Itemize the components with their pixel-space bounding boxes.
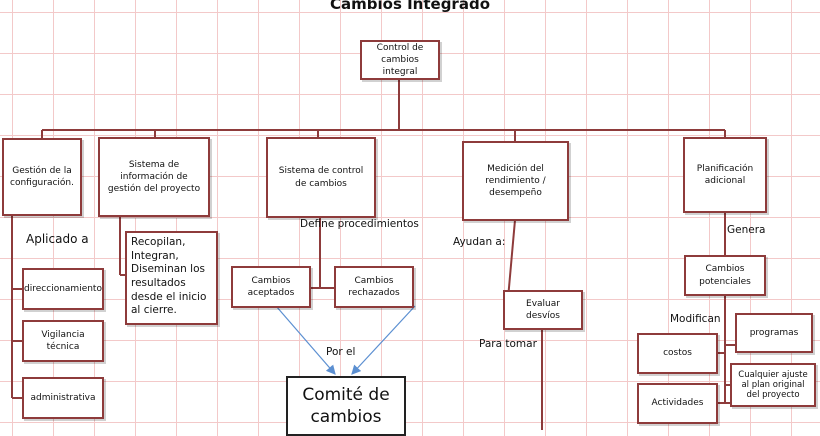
node-cualquier-ajuste: Cualquier ajuste al plan original del pr… — [730, 363, 816, 407]
node-medicion: Medición del rendimiento / desempeño — [462, 141, 569, 221]
node-cambios-rechazados: Cambios rechazados — [334, 266, 414, 308]
label-aplicado-a: Aplicado a — [26, 232, 89, 246]
node-administrativa: administrativa — [22, 377, 104, 419]
node-cambios-potenciales: Cambios potenciales — [684, 255, 766, 296]
label-modifican: Modifican — [670, 313, 721, 325]
node-sistema-info: Sistema de información de gestión del pr… — [98, 137, 210, 217]
arrow-aceptados — [275, 305, 336, 375]
arrow-rechazados — [351, 305, 416, 375]
node-direccionamiento: direccionamiento — [22, 268, 104, 310]
label-define-procedimientos: Define procedimientos — [300, 218, 419, 230]
label-para-tomar: Para tomar — [479, 338, 537, 350]
label-por-el: Por el — [326, 346, 356, 358]
node-configuracion: Gestión de la configuración. — [2, 138, 82, 216]
diagram-title: Cambios Integrado — [330, 0, 490, 13]
node-recopilan: Recopilan, Integran, Diseminan los resul… — [125, 231, 218, 325]
node-cambios-aceptados: Cambios aceptados — [231, 266, 311, 308]
node-actividades: Actividades — [637, 383, 718, 424]
label-genera: Genera — [727, 224, 766, 236]
node-costos: costos — [637, 333, 718, 374]
node-programas: programas — [735, 313, 813, 353]
node-comite-cambios: Comité de cambios — [286, 376, 406, 436]
node-vigilancia-tecnica: Vigilancia técnica — [22, 320, 104, 362]
label-ayudan-a: Ayudan a: — [453, 236, 506, 248]
node-planificacion: Planificación adicional — [683, 137, 767, 213]
root-node: Control de cambios integral — [360, 40, 440, 80]
node-sistema-control: Sistema de control de cambios — [266, 137, 376, 218]
node-evaluar-desvios: Evaluar desvíos — [503, 290, 583, 330]
